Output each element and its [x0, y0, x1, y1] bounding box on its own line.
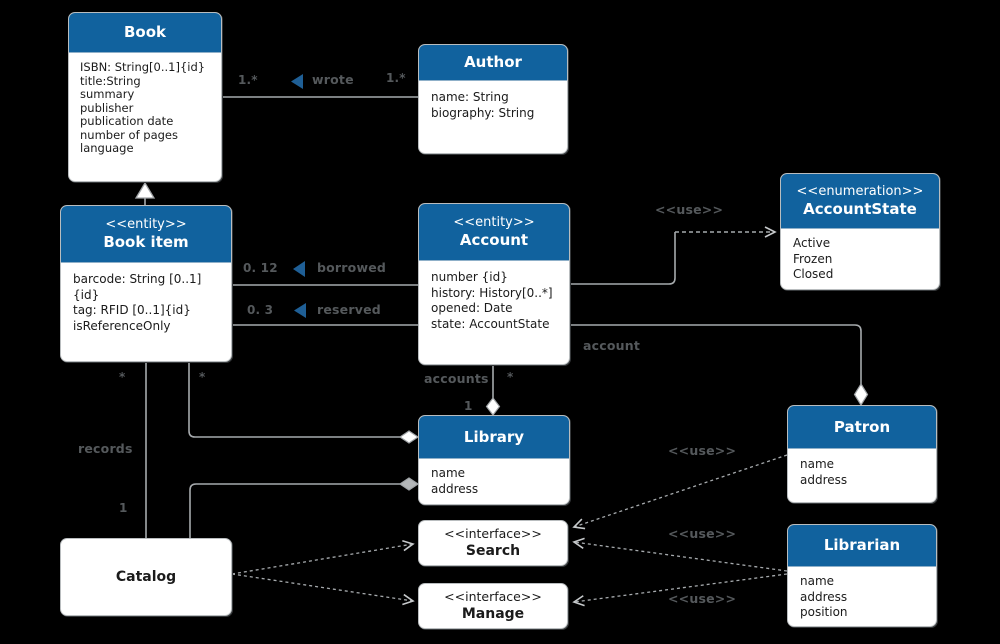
class-book-attributes: ISBN: String[0..1]{id} title:String summ…	[80, 60, 206, 156]
enum-accountstate-header: <<enumeration>> AccountState	[781, 174, 939, 229]
wrote-label: wrote	[312, 72, 354, 87]
edge-catalog-search	[231, 539, 415, 575]
interface-manage-stereotype: <<interface>>	[444, 588, 542, 604]
class-book-header: Book	[69, 13, 221, 53]
edge-library-bookitems	[188, 362, 400, 438]
class-author-header: Author	[419, 45, 567, 81]
account-role-label: account	[583, 338, 641, 353]
class-book-item[interactable]: <<entity>> Book item barcode: String [0.…	[60, 205, 232, 362]
records-label: records	[78, 441, 133, 456]
enum-accountstate-values: Active Frozen Closed	[793, 236, 834, 282]
generalization-triangle-icon	[134, 181, 156, 199]
interface-search-name: Search	[465, 543, 521, 560]
library-items-multiplicity-star: *	[199, 370, 206, 384]
edge-use-patron-search	[572, 454, 788, 530]
wrote-direction-arrow-icon	[291, 74, 303, 89]
borrowed-multiplicity: 0. 12	[243, 261, 278, 275]
aggregation-diamond-library-accounts-icon	[485, 397, 501, 416]
reserved-multiplicity: 0. 3	[247, 303, 274, 317]
class-librarian-attributes: name address position	[800, 574, 848, 620]
aggregation-diamond-library-bookitems-icon	[398, 430, 420, 444]
class-library[interactable]: Library name address	[418, 415, 570, 505]
accounts-role-label: accounts	[424, 371, 489, 386]
enum-accountstate-name: AccountState	[803, 199, 917, 218]
interface-search-stereotype: <<interface>>	[444, 525, 542, 541]
class-book[interactable]: Book ISBN: String[0..1]{id} title:String…	[68, 12, 222, 182]
class-librarian[interactable]: Librarian name address position	[787, 524, 937, 627]
class-book-item-header: <<entity>> Book item	[61, 206, 231, 263]
class-book-item-name: Book item	[103, 232, 189, 251]
use-label-librarian-manage: <<use>>	[668, 591, 737, 606]
class-account-stereotype: <<entity>>	[453, 214, 535, 230]
wrote-multiplicity-author: 1.*	[386, 71, 406, 85]
class-author-attributes: name: String biography: String	[431, 90, 535, 120]
edge-catalog-library	[189, 483, 400, 538]
edge-catalog-manage	[231, 573, 415, 606]
library-multiplicity-one: 1	[464, 399, 473, 413]
use-label-patron-search: <<use>>	[668, 443, 737, 458]
interface-search[interactable]: <<interface>> Search	[418, 520, 568, 566]
edge-use-librarian-search	[572, 537, 788, 572]
accounts-multiplicity-star: *	[507, 370, 514, 384]
reserved-direction-arrow-icon	[294, 303, 306, 318]
wrote-multiplicity-book: 1.*	[238, 73, 258, 87]
class-patron-header: Patron	[788, 406, 936, 449]
use-label-accountstate: <<use>>	[655, 202, 724, 217]
records-multiplicity-star: *	[119, 370, 126, 384]
aggregation-diamond-patron-account-icon	[853, 382, 869, 407]
class-account-header: <<entity>> Account	[419, 204, 569, 261]
class-librarian-name: Librarian	[823, 536, 901, 555]
records-multiplicity-one: 1	[119, 501, 128, 515]
aggregation-diamond-catalog-library-icon	[398, 477, 420, 491]
interface-manage-name: Manage	[461, 606, 525, 623]
class-book-name: Book	[123, 23, 167, 42]
class-catalog-name: Catalog	[115, 568, 177, 585]
class-account-name: Account	[459, 230, 529, 249]
class-library-name: Library	[463, 427, 525, 446]
class-library-header: Library	[419, 416, 569, 459]
borrowed-label: borrowed	[317, 260, 387, 275]
reserved-label: reserved	[317, 302, 381, 317]
class-account[interactable]: <<entity>> Account number {id} history: …	[418, 203, 570, 365]
enum-accountstate-stereotype: <<enumeration>>	[796, 183, 924, 199]
borrowed-direction-arrow-icon	[293, 261, 305, 277]
use-label-librarian-search: <<use>>	[668, 526, 737, 541]
interface-manage[interactable]: <<interface>> Manage	[418, 583, 568, 629]
class-author-name: Author	[464, 53, 522, 72]
class-catalog[interactable]: Catalog	[60, 538, 232, 616]
class-library-attributes: name address	[431, 466, 479, 496]
class-author[interactable]: Author name: String biography: String	[418, 44, 568, 154]
class-patron-attributes: name address	[800, 457, 848, 487]
class-book-item-stereotype: <<entity>>	[105, 216, 187, 232]
edge-patron-account	[570, 324, 862, 384]
enum-accountstate[interactable]: <<enumeration>> AccountState Active Froz…	[780, 173, 940, 290]
class-book-item-attributes: barcode: String [0..1]{id} tag: RFID [0.…	[73, 272, 202, 333]
class-account-attributes: number {id} history: History[0..*] opene…	[431, 270, 553, 331]
class-patron[interactable]: Patron name address	[787, 405, 937, 503]
class-librarian-header: Librarian	[788, 525, 936, 567]
edge-use-accountstate-elbow	[570, 232, 676, 285]
class-patron-name: Patron	[833, 417, 891, 436]
